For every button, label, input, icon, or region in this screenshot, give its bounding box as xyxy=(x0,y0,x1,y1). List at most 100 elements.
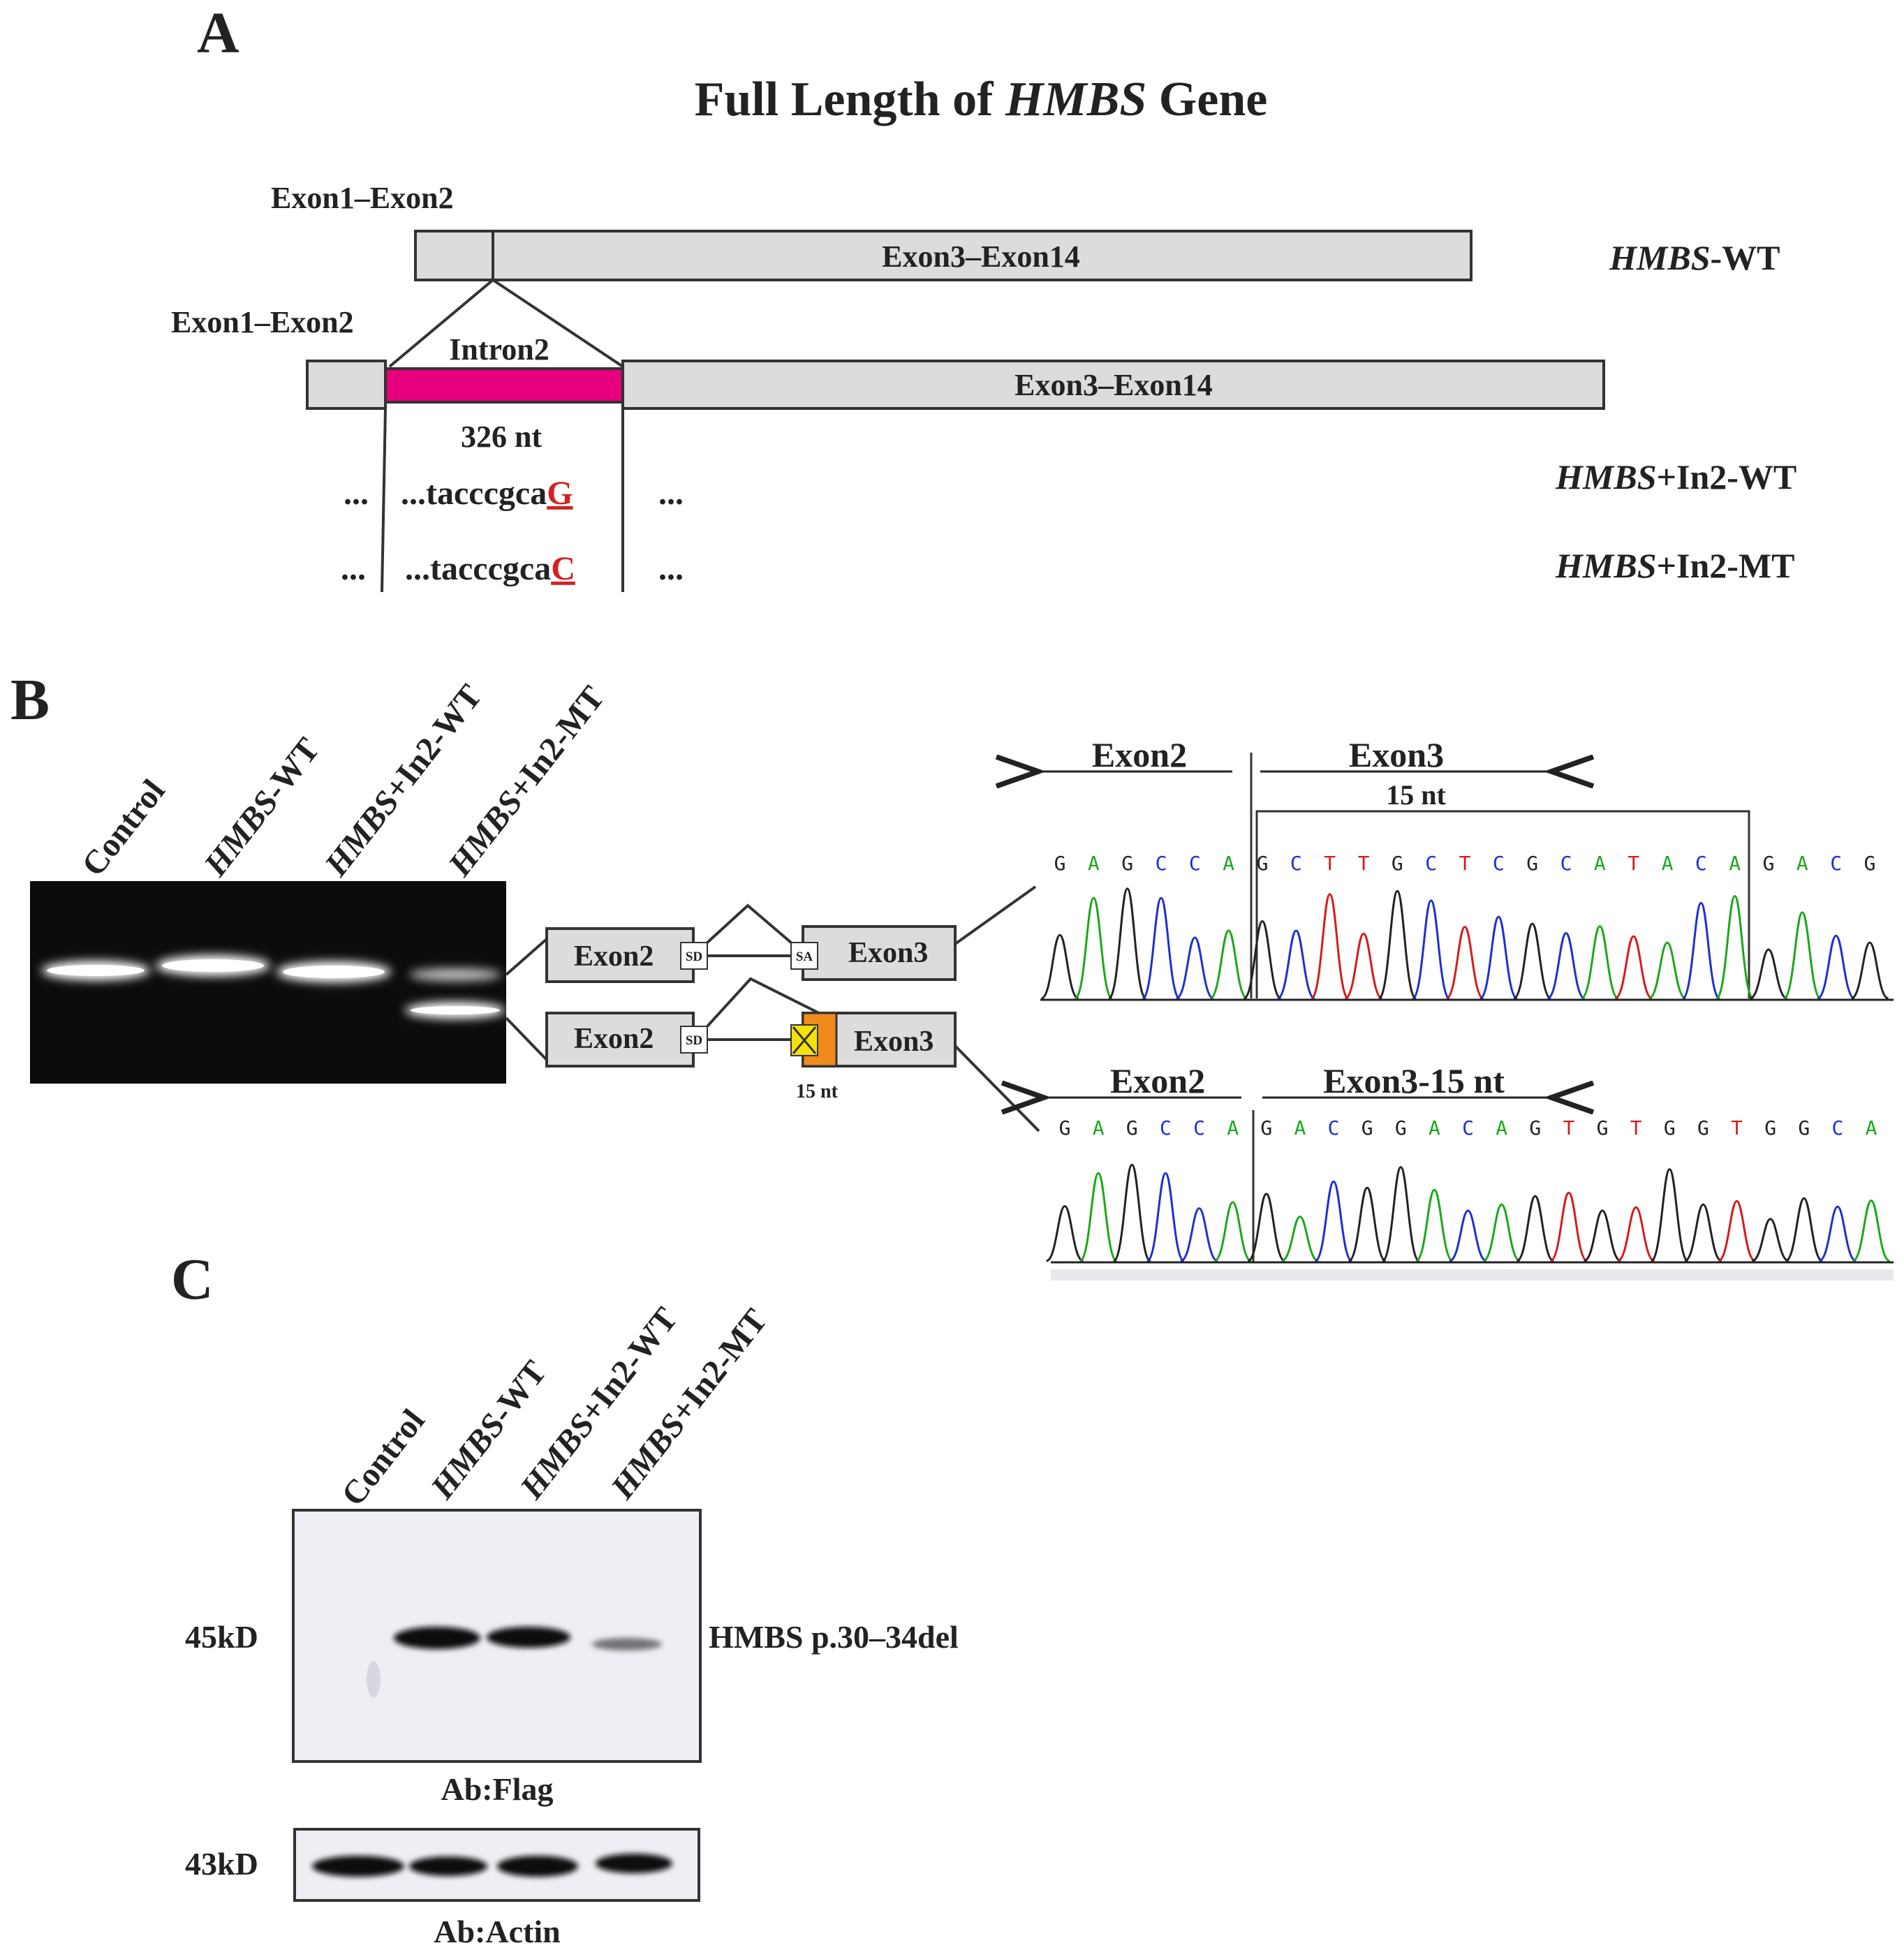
base-call-t: T xyxy=(1324,852,1336,875)
wt-exon1-exon2-label: Exon1–Exon2 xyxy=(271,181,454,215)
splice-diagram-normal: Exon2 SD SA Exon3 xyxy=(545,903,957,983)
blot-lane-label-in2-wt: HMBS+In2-WT xyxy=(512,1301,684,1507)
chromatogram-peak xyxy=(1718,1199,1756,1262)
base-call-a: A xyxy=(1662,852,1674,875)
base-call-g: G xyxy=(1697,1116,1709,1139)
chromatogram-peak xyxy=(1785,1197,1823,1262)
splice-normal-exon3-label: Exon3 xyxy=(848,937,928,969)
chrom-bottom-scrollbar xyxy=(1051,1269,1894,1280)
chromatogram-peak xyxy=(1783,911,1822,1000)
panel-c-label: C xyxy=(171,1247,214,1312)
base-call-g: G xyxy=(1597,1116,1609,1139)
splice-normal-exon3 xyxy=(802,925,957,981)
chromatogram-peak xyxy=(1583,1209,1622,1262)
splice-normal-exon2-label: Exon2 xyxy=(574,940,654,973)
base-call-a: A xyxy=(1866,1116,1877,1139)
actin-band-in2-wt xyxy=(497,1856,578,1877)
chromatogram-peak xyxy=(1852,1199,1891,1262)
chromatogram-peak xyxy=(1818,1205,1857,1262)
base-call-a: A xyxy=(1796,852,1808,875)
gel-bands xyxy=(41,955,505,1019)
panel-a: A Full Length of HMBS Gene Exon1–Exon2 E… xyxy=(171,1,1796,593)
chrom-bottom-peaks xyxy=(1045,1163,1891,1262)
chromatogram-peak xyxy=(1378,889,1417,1000)
flag-band-in2-mt xyxy=(592,1638,662,1650)
base-call-g: G xyxy=(1526,852,1538,875)
intron2-label: Intron2 xyxy=(449,332,549,367)
splice-normal-exon2 xyxy=(545,927,695,983)
chromatogram-peak xyxy=(1681,901,1720,1000)
base-call-a: A xyxy=(1429,1116,1440,1139)
flag-band-label: HMBS p.30–34del xyxy=(709,1619,959,1655)
seq-wt-dots-left: ... xyxy=(344,475,369,512)
panel-a-title: Full Length of HMBS Gene xyxy=(695,73,1268,126)
base-call-g: G xyxy=(1664,1116,1676,1139)
flag-blot-smudge xyxy=(367,1661,381,1697)
actin-antibody-label: Ab:Actin xyxy=(434,1914,560,1949)
base-call-g: G xyxy=(1260,1116,1272,1139)
actin-band-in2-mt xyxy=(596,1854,672,1873)
splice-normal-sa-box xyxy=(790,942,818,970)
base-call-c: C xyxy=(1462,1116,1474,1139)
blot-lane-label-in2-mt: HMBS+In2-MT xyxy=(603,1302,774,1506)
base-call-g: G xyxy=(1392,852,1403,875)
chromatogram-peak xyxy=(1040,933,1079,1000)
chromatogram-peak xyxy=(1381,1166,1420,1262)
chromatogram-peak xyxy=(1650,1168,1689,1262)
base-call-g: G xyxy=(1257,852,1269,875)
gel-band-control-core xyxy=(47,965,145,976)
splice-normal-sa-label: SA xyxy=(796,950,813,964)
chromatogram-peak xyxy=(1281,1216,1319,1262)
intron-insertion-line-left xyxy=(388,279,494,368)
chromatogram-peak xyxy=(1079,1172,1118,1262)
flag-mw-label: 45kD xyxy=(185,1619,258,1655)
chromatogram-peak xyxy=(1715,894,1755,1000)
intron2-bar xyxy=(384,367,624,404)
base-call-g: G xyxy=(1764,1116,1776,1139)
chromatogram-peak xyxy=(1243,920,1282,1000)
chrom-top-exon3-label: Exon3 xyxy=(1349,735,1444,774)
chromatogram-peak xyxy=(1209,929,1248,1000)
chromatogram-peak xyxy=(1817,934,1855,1000)
gel-band-hmbs-wt-core xyxy=(162,959,264,972)
base-call-a: A xyxy=(1729,852,1741,875)
gel-band-in2-mt-upper xyxy=(409,968,501,981)
chromatogram-peak xyxy=(1213,1201,1252,1262)
base-call-a: A xyxy=(1088,852,1100,875)
in2-exon1-exon2-label: Exon1–Exon2 xyxy=(171,305,354,339)
agarose-gel xyxy=(30,881,506,1084)
panel-c: C Control HMBS-WT HMBS+In2-WT HMBS+In2-M… xyxy=(171,1247,959,1949)
splice-cryptic-cross-icon xyxy=(792,1026,817,1054)
chromatogram-peak xyxy=(1749,948,1788,1000)
panel-a-label: A xyxy=(197,1,239,66)
chromatogram-peak xyxy=(1314,1180,1353,1262)
chromatogram-peak xyxy=(1146,1172,1185,1262)
chromatogram-peak xyxy=(1107,887,1147,1000)
base-call-t: T xyxy=(1628,852,1639,875)
chromatogram-peak xyxy=(1516,1195,1554,1262)
gel-lane-label-control: Control xyxy=(75,773,172,883)
chromatogram-peak xyxy=(1344,932,1383,1000)
base-call-c: C xyxy=(1193,1116,1205,1139)
chromatogram-peak xyxy=(1581,925,1619,1000)
intron-drop-line-left xyxy=(381,408,387,593)
flag-band-hmbs-wt xyxy=(394,1627,480,1649)
splice-diagram-cryptic: Exon2 SD Exon3 15 nt xyxy=(545,977,957,1102)
base-call-c: C xyxy=(1328,1116,1340,1139)
chromatogram-peak xyxy=(1277,929,1315,1000)
chromatogram-peak xyxy=(1412,899,1451,1000)
seq-wt: ...tacccgcaG xyxy=(401,475,573,512)
base-call-g: G xyxy=(1126,1116,1138,1139)
flag-antibody-label: Ab:Flag xyxy=(441,1771,554,1807)
base-call-a: A xyxy=(1093,1116,1105,1139)
splice-normal-arc xyxy=(706,903,792,944)
in2-exon3-exon14-label: Exon3–Exon14 xyxy=(1014,368,1213,402)
chrom-bottom-exon3-label: Exon3-15 nt xyxy=(1323,1061,1505,1100)
splice-cryptic-exon2 xyxy=(545,1012,695,1068)
in2-exon3-exon14-bar xyxy=(621,360,1605,410)
chromatogram-peak xyxy=(1112,1163,1151,1262)
